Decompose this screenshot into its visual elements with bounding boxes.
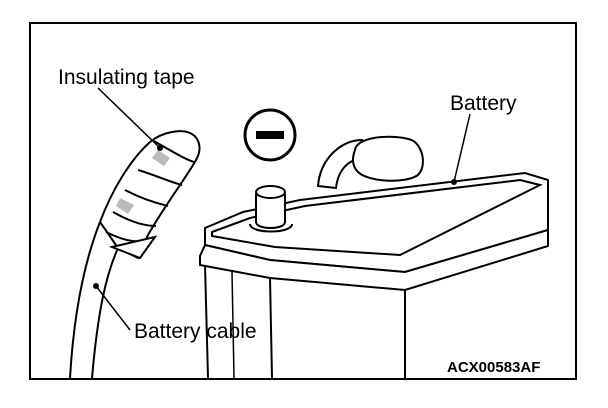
negative-terminal-icon: [243, 108, 297, 162]
battery: [199, 171, 549, 379]
battery-cable-label: Battery cable: [134, 320, 257, 343]
figure-code: ACX00583AF: [447, 359, 540, 376]
battery-label: Battery: [450, 92, 517, 115]
battery-cable: [69, 221, 119, 379]
leader-lines: [95, 87, 471, 331]
insulating-tape-label: Insulating tape: [58, 66, 195, 89]
insulating-tape: [98, 130, 201, 260]
positive-terminal-cover: [316, 135, 424, 190]
negative-terminal-post: [249, 185, 293, 233]
